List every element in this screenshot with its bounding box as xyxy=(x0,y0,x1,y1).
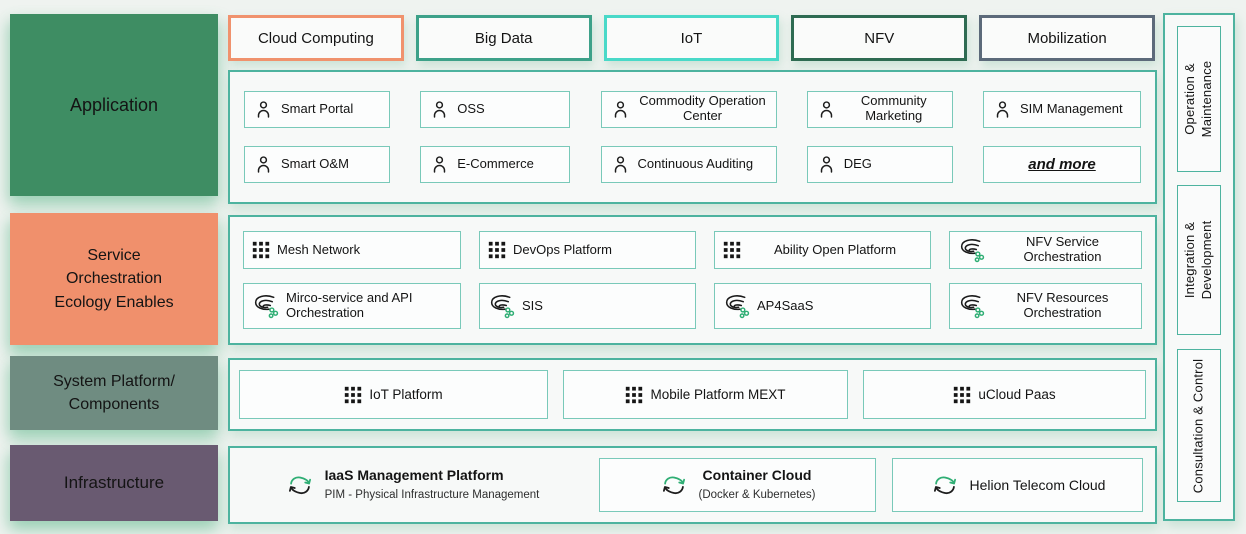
layer-label-text: Application xyxy=(69,94,159,115)
platform-item-mobile-platform-mext: Mobile Platform MEXT xyxy=(563,370,848,419)
app-item-continuous-auditing: Continuous Auditing xyxy=(600,146,777,184)
infra-item-title: IaaS Management Platform xyxy=(324,467,504,483)
lifecycle-panel-column: Operation & Maintenance Integration & De… xyxy=(1163,13,1235,521)
service-orchestration-container: Mesh Network DevOps Platform Ability Ope… xyxy=(228,215,1157,345)
tag-iot: IoT xyxy=(603,15,780,61)
soe-item-microservice-api-orchestration: Mirco-service and API Orchestration xyxy=(243,283,461,329)
app-item-e-commerce: E-Commerce xyxy=(420,146,571,184)
technology-tag-row: Cloud Computing Big Data IoT NFV Mobiliz… xyxy=(228,15,1155,61)
app-grid-icon xyxy=(344,386,362,404)
orchestration-swirl-icon xyxy=(488,293,515,320)
app-item-smart-oam: Smart O&M xyxy=(244,146,390,184)
layer-label-service-orchestration: Service Orchestration Ecology Enables xyxy=(10,213,218,345)
orchestration-swirl-icon xyxy=(958,237,985,264)
app-item-smart-portal: Smart Portal xyxy=(244,90,390,128)
app-item-sim-management: SIM Management xyxy=(983,90,1141,128)
layer-label-application: Application xyxy=(10,14,218,196)
person-icon xyxy=(253,154,274,175)
person-icon xyxy=(816,99,837,120)
soe-item-sis: SIS xyxy=(479,283,696,329)
app-item-commodity-operation-center: Commodity Operation Center xyxy=(600,90,777,128)
panel-consultation-control: Consultation & Control xyxy=(1177,349,1221,502)
person-icon xyxy=(610,99,631,120)
soe-item-ability-open-platform: Ability Open Platform xyxy=(714,231,931,269)
infra-item-helion-telecom-cloud: Helion Telecom Cloud xyxy=(892,458,1143,512)
cloud-sync-icon xyxy=(285,473,315,498)
infra-item-subtitle: PIM - Physical Infrastructure Management xyxy=(324,489,540,501)
person-icon xyxy=(816,154,837,175)
app-item-community-marketing: Community Marketing xyxy=(806,90,953,128)
layer-label-system-platform: System Platform/ Components xyxy=(10,356,218,430)
panel-integration-development: Integration & Development xyxy=(1177,185,1221,335)
soe-item-devops-platform: DevOps Platform xyxy=(479,231,696,269)
person-icon xyxy=(429,99,450,120)
soe-item-nfv-service-orchestration: NFV Service Orchestration xyxy=(949,231,1142,269)
app-grid-icon xyxy=(953,386,971,404)
person-icon xyxy=(992,99,1013,120)
infra-item-container-cloud: Container Cloud (Docker & Kubernetes) xyxy=(598,458,876,512)
platform-item-ucloud-paas: uCloud Paas xyxy=(863,370,1146,419)
layer-label-infrastructure: Infrastructure xyxy=(10,445,218,521)
soe-item-nfv-resources-orchestration: NFV Resources Orchestration xyxy=(949,283,1142,329)
infra-item-title: Container Cloud xyxy=(702,467,812,483)
application-layer-container: Smart Portal OSS Commodity Operation Cen… xyxy=(228,70,1157,204)
layer-label-text: System Platform/ Components xyxy=(53,372,175,413)
tag-cloud-computing: Cloud Computing xyxy=(228,15,404,61)
infra-item-title: Helion Telecom Cloud xyxy=(969,476,1106,493)
app-grid-icon xyxy=(488,241,506,259)
layer-label-text: Service Orchestration Ecology Enables xyxy=(54,247,174,311)
panel-operation-maintenance: Operation & Maintenance xyxy=(1177,26,1221,172)
infra-item-subtitle: (Docker & Kubernetes) xyxy=(698,489,816,501)
person-icon xyxy=(610,154,631,175)
app-item-and-more: and more xyxy=(983,146,1141,184)
orchestration-swirl-icon xyxy=(252,293,279,320)
orchestration-swirl-icon xyxy=(958,293,985,320)
soe-item-mesh-network: Mesh Network xyxy=(243,231,461,269)
infrastructure-container: IaaS Management Platform PIM - Physical … xyxy=(228,446,1157,524)
app-grid-icon xyxy=(723,241,741,259)
app-grid-icon xyxy=(625,386,643,404)
infra-item-iaas-management-platform: IaaS Management Platform PIM - Physical … xyxy=(242,458,582,512)
tag-big-data: Big Data xyxy=(415,15,592,61)
app-item-deg: DEG xyxy=(806,146,953,184)
cloud-sync-icon xyxy=(930,473,960,498)
platform-item-iot-platform: IoT Platform xyxy=(239,370,548,419)
orchestration-swirl-icon xyxy=(723,293,750,320)
soe-item-ap4saas: AP4SaaS xyxy=(714,283,931,329)
app-grid-icon xyxy=(252,241,270,259)
system-platform-container: IoT Platform Mobile Platform MEXT uCloud… xyxy=(228,358,1157,431)
app-item-oss: OSS xyxy=(420,90,571,128)
cloud-sync-icon xyxy=(659,473,689,498)
tag-mobilization: Mobilization xyxy=(979,15,1155,61)
layer-label-text: Infrastructure xyxy=(63,472,165,492)
tag-nfv: NFV xyxy=(791,15,968,61)
person-icon xyxy=(429,154,450,175)
person-icon xyxy=(253,99,274,120)
